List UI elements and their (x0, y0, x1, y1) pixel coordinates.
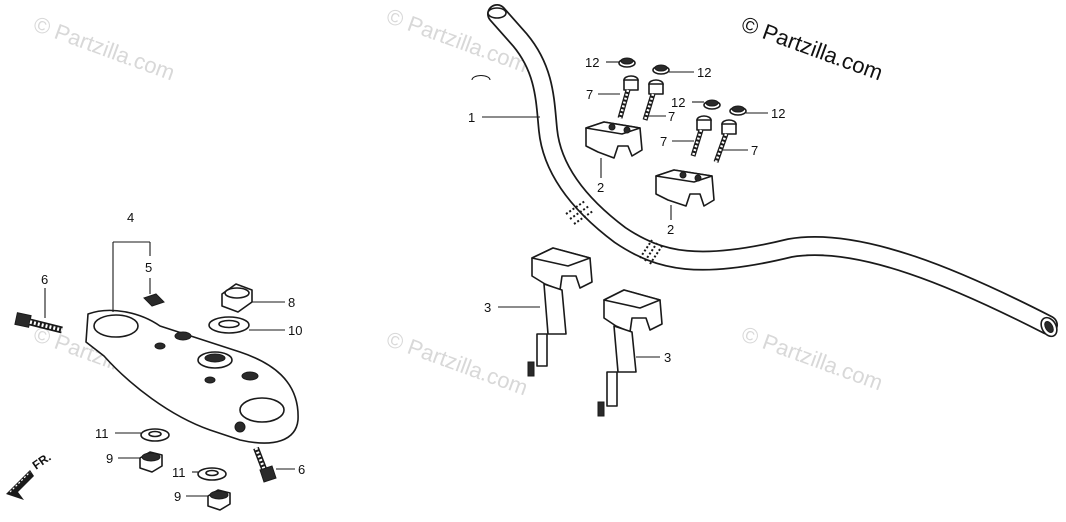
callout-3: 3 (664, 350, 671, 365)
bridge-tag: 5 (143, 260, 165, 307)
upper-holder-b: 2 (655, 169, 715, 237)
callout-6: 6 (41, 272, 48, 287)
cap-c: 12 (671, 95, 721, 110)
callout-2: 2 (667, 222, 674, 237)
callout-7: 7 (751, 143, 758, 158)
washer-11b: 11 (172, 465, 227, 481)
washer-11a: 11 (95, 426, 170, 442)
callout-9: 9 (106, 451, 113, 466)
nut-9a: 9 (106, 451, 163, 473)
lower-holder-b: 3 (597, 289, 671, 417)
callout-2: 2 (597, 180, 604, 195)
cap-d: 12 (729, 105, 785, 121)
callout-7: 7 (660, 134, 667, 149)
callout-4: 4 (127, 210, 134, 225)
top-bridge: 4 (85, 210, 299, 444)
upper-holder-a: 2 (585, 121, 643, 195)
callout-12: 12 (585, 55, 599, 70)
front-label: FR. (30, 450, 54, 473)
bridge-bolt-right: 6 (253, 446, 305, 483)
watermark: © Partzilla.com (30, 11, 178, 85)
cap-a: 12 (585, 55, 636, 70)
lower-holder-a: 3 (484, 247, 593, 377)
handlebar: 1 (468, 4, 1058, 338)
copyright-label: © Partzilla.com (738, 11, 886, 85)
callout-5: 5 (145, 260, 152, 275)
callout-9: 9 (174, 489, 181, 504)
stem-washer: 10 (208, 316, 302, 338)
callout-12: 12 (671, 95, 685, 110)
front-arrow: FR. (6, 450, 54, 500)
stem-nut: 8 (221, 283, 295, 313)
bolt-c: 7 (660, 115, 712, 157)
callout-11: 11 (172, 465, 186, 480)
callout-3: 3 (484, 300, 491, 315)
nut-9b: 9 (174, 489, 231, 511)
bolt-d: 7 (713, 119, 758, 163)
callout-10: 10 (288, 323, 302, 338)
watermark: © Partzilla.com (738, 321, 886, 395)
callout-7: 7 (586, 87, 593, 102)
callout-12: 12 (771, 106, 785, 121)
callout-1: 1 (468, 110, 475, 125)
callout-7: 7 (668, 109, 675, 124)
callout-12: 12 (697, 65, 711, 80)
callout-11: 11 (95, 426, 109, 441)
watermark: © Partzilla.com (383, 326, 531, 400)
bolt-b: 7 (642, 79, 675, 124)
bridge-bolt-left: 6 (14, 272, 63, 334)
bolt-a: 7 (586, 75, 639, 119)
cap-b: 12 (652, 64, 711, 80)
callout-6: 6 (298, 462, 305, 477)
callout-8: 8 (288, 295, 295, 310)
